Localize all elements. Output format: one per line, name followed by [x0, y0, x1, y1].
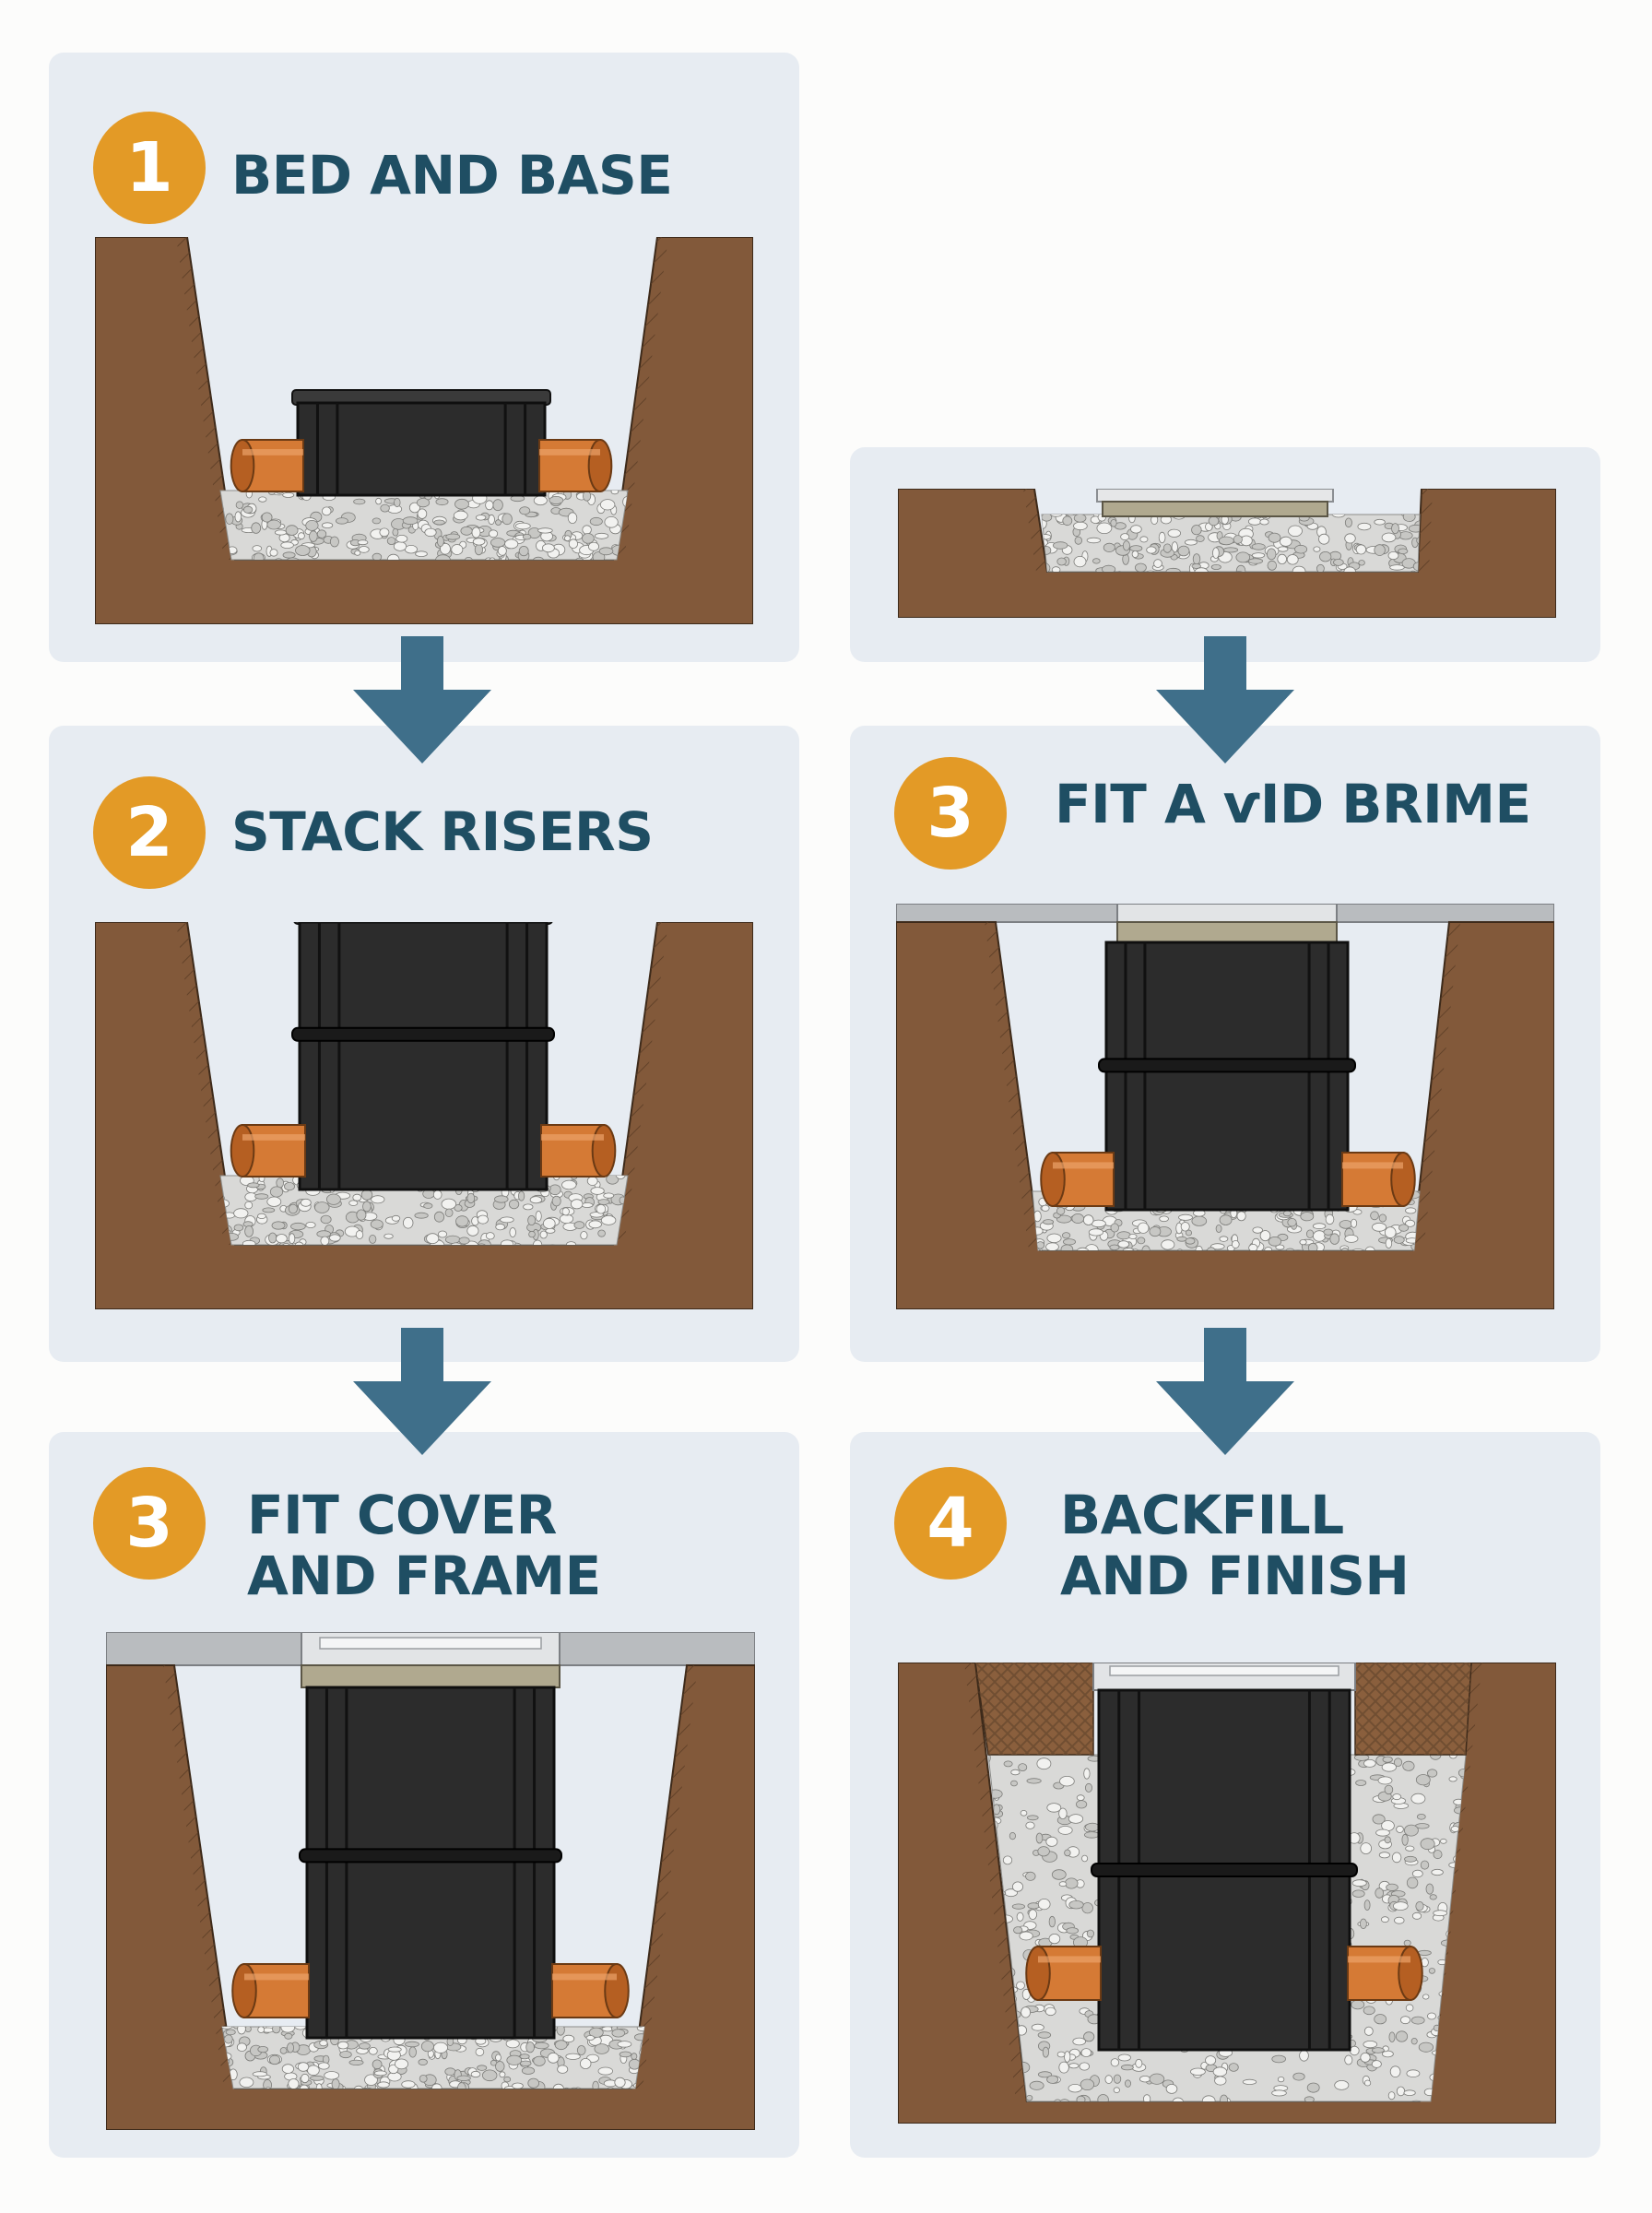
- step-2-panel: 2 STACK RISERS: [49, 726, 799, 1362]
- pipe-highlight: [1038, 1956, 1101, 1963]
- pipe-end: [1025, 1946, 1051, 2001]
- soil-hatching: [964, 1663, 1027, 2101]
- pipe-end: [230, 1124, 255, 1178]
- pipe-highlight: [242, 1134, 305, 1141]
- pipe-highlight: [1342, 1162, 1403, 1169]
- chamber-ring: [1091, 1863, 1358, 1877]
- frame-collar: [1116, 921, 1338, 943]
- step-number-badge: 4: [894, 1467, 1007, 1580]
- soil-hatching: [176, 237, 235, 560]
- pipe-end: [1390, 1152, 1416, 1207]
- step-4-panel: 4 BACKFILL AND FINISH: [850, 1432, 1600, 2158]
- chamber-body: [1104, 941, 1350, 1212]
- soil-hatching: [631, 1665, 698, 2089]
- cover-plate: [319, 1637, 542, 1650]
- chamber-body: [296, 401, 547, 497]
- step-title-line: STACK RISERS: [231, 800, 654, 863]
- soil-hatching: [613, 237, 668, 560]
- step-title-line: AND FINISH: [1060, 1544, 1410, 1607]
- step-title-line: FIT A ѵID BRIME: [1055, 773, 1531, 835]
- step-number-badge: 2: [93, 776, 206, 889]
- soil-hatching: [613, 922, 668, 1245]
- soil-hatching: [176, 922, 235, 1245]
- chamber-ring: [291, 1026, 555, 1042]
- soil: [95, 922, 753, 1309]
- step-number-badge: 1: [93, 112, 206, 224]
- arrow-down-icon: [1156, 1328, 1294, 1455]
- cover-frame: [1116, 904, 1338, 923]
- gravel-stones: [1042, 515, 1420, 572]
- arrow-shape: [353, 636, 491, 763]
- trench-scene: [95, 922, 753, 1309]
- step-title-line: BACKFILL: [1060, 1484, 1344, 1546]
- soil-hatching: [1418, 489, 1433, 572]
- step-title-line: FIT COVER: [247, 1484, 557, 1546]
- pipe-end: [231, 1963, 257, 2018]
- step-title: BACKFILL AND FINISH: [1060, 1484, 1410, 1607]
- pipe-highlight: [1053, 1162, 1114, 1169]
- soil-hatching: [1023, 489, 1047, 572]
- trench-scene: [106, 1632, 755, 2130]
- step-title-line: AND FRAME: [247, 1544, 601, 1607]
- pipe-highlight: [1348, 1956, 1410, 1963]
- step-3-panel: 3 FIT COVER AND FRAME: [49, 1432, 799, 2158]
- step-number-badge: 3: [894, 757, 1007, 870]
- arrow-down-icon: [1156, 636, 1294, 763]
- trench-scene: [898, 1663, 1556, 2124]
- pipe-end: [604, 1963, 630, 2018]
- chamber-body: [298, 922, 549, 1191]
- pipe-highlight: [244, 1973, 309, 1981]
- step-title: BED AND BASE: [231, 144, 673, 207]
- trench-scene: [95, 237, 753, 624]
- frame-collar: [301, 1664, 560, 1688]
- pipe-highlight: [541, 1134, 604, 1141]
- pipe-end: [587, 439, 613, 492]
- trench-scene: [896, 904, 1554, 1309]
- pipe-end: [1040, 1152, 1066, 1207]
- step-title: FIT COVER AND FRAME: [247, 1485, 601, 1606]
- arrow-shape: [1156, 636, 1294, 763]
- pipe-end: [230, 439, 255, 492]
- chamber-ring: [1098, 1058, 1356, 1073]
- topsoil-texture: [975, 1663, 1093, 1755]
- pipe-end: [591, 1124, 617, 1178]
- step-number-badge: 3: [93, 1467, 206, 1580]
- soil-hatching: [163, 1665, 235, 2089]
- chamber-ring: [299, 1848, 562, 1864]
- soil: [898, 489, 1556, 618]
- arrow-shape: [1156, 1328, 1294, 1455]
- arrow-down-icon: [353, 636, 491, 763]
- pipe-highlight: [552, 1973, 617, 1981]
- cover-plate: [1096, 489, 1334, 503]
- soil-hatching: [985, 922, 1040, 1250]
- surface-preview-panel: [850, 447, 1600, 662]
- cover-plate: [1109, 1665, 1339, 1676]
- step-title: FIT A ѵID BRIME: [1055, 774, 1531, 834]
- arrow-down-icon: [353, 1328, 491, 1455]
- arrow-shape: [353, 1328, 491, 1455]
- step-title: STACK RISERS: [231, 801, 654, 862]
- pipe-highlight: [539, 449, 600, 456]
- topsoil-texture: [1355, 1663, 1471, 1755]
- step-title-line: BED AND BASE: [231, 144, 673, 207]
- pipe-highlight: [242, 449, 303, 456]
- soil-hatching: [1412, 922, 1460, 1250]
- finished-surface-scene: [898, 489, 1556, 618]
- soil: [95, 237, 753, 624]
- step-3b-panel: 3 FIT A ѵID BRIME: [850, 726, 1600, 1362]
- pipe-end: [1398, 1946, 1423, 2001]
- frame-collar: [1102, 501, 1328, 517]
- step-1-panel: 1 BED AND BASE: [49, 53, 799, 662]
